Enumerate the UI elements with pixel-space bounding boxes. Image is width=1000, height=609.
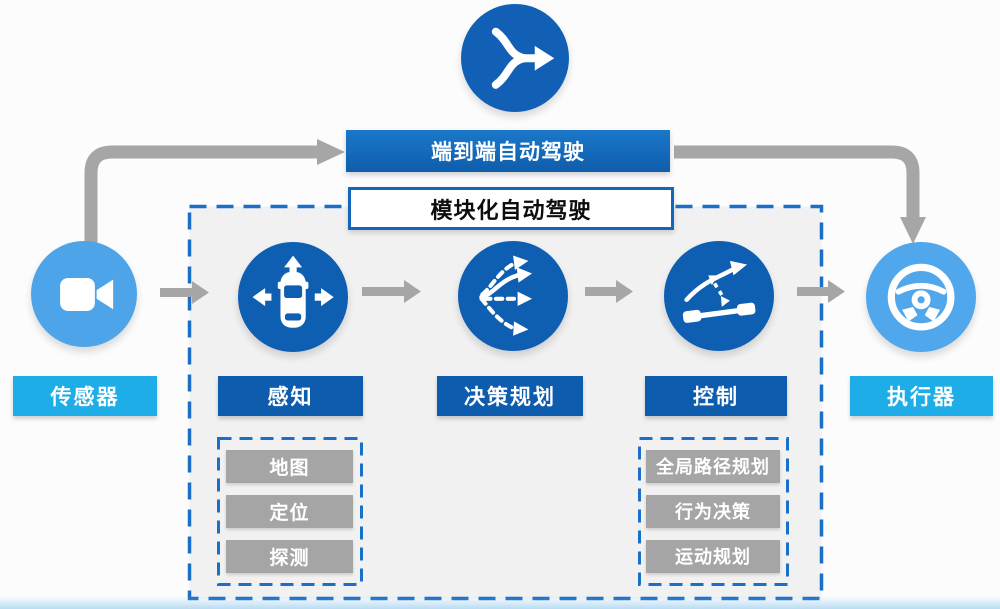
control-node	[664, 241, 774, 351]
submodule-motion-planning: 运动规划	[646, 539, 780, 573]
submodule-detection: 探测	[226, 539, 353, 573]
modular-banner: 模块化自动驾驶	[348, 187, 674, 230]
steering-wheel-icon	[887, 263, 955, 331]
planning-label: 决策规划	[437, 376, 583, 416]
merge-arrow-icon	[491, 27, 554, 89]
arrow-sensor-to-perception	[160, 281, 209, 304]
end-to-end-banner-label: 端到端自动驾驶	[431, 140, 585, 164]
actuator-label-text: 执行器	[887, 385, 956, 409]
control-label: 控制	[645, 376, 787, 416]
bottom-highlight-strip	[0, 596, 1000, 609]
actuator-node	[866, 242, 976, 352]
perception-label: 感知	[218, 376, 363, 416]
control-submodules-dashed-box	[638, 437, 789, 586]
arrow-sensor-to-endtoend	[84, 139, 345, 246]
steering-control-icon	[682, 260, 756, 323]
arrow-endtoend-to-actuator	[674, 145, 926, 244]
planning-node	[458, 241, 568, 351]
sensor-label-text: 传感器	[50, 385, 120, 409]
actuator-label: 执行器	[850, 376, 993, 416]
arrow-planning-to-control	[585, 280, 633, 303]
perception-node	[238, 242, 348, 352]
submodule-behavior-decision: 行为决策	[646, 494, 780, 528]
submodule-map: 地图	[226, 449, 353, 483]
sensor-label: 传感器	[13, 376, 157, 416]
control-submodules: 全局路径规划 行为决策 运动规划	[639, 438, 787, 584]
submodule-global-path-planning: 全局路径规划	[646, 449, 780, 483]
planning-label-text: 决策规划	[464, 385, 556, 409]
branching-paths-icon	[479, 255, 532, 336]
perception-label-text: 感知	[267, 385, 314, 409]
car-surround-arrows-icon	[252, 255, 334, 328]
perception-submodules: 地图 定位 探测	[218, 438, 361, 584]
video-camera-icon	[59, 277, 113, 311]
arrow-control-to-actuator	[797, 280, 845, 303]
modular-banner-label: 模块化自动驾驶	[430, 198, 592, 224]
end-to-end-banner: 端到端自动驾驶	[346, 130, 670, 172]
arrow-perception-to-planning	[362, 280, 421, 303]
control-label-text: 控制	[693, 385, 739, 409]
end-to-end-node	[461, 4, 569, 112]
submodule-localization: 定位	[226, 494, 353, 528]
perception-submodules-dashed-box	[217, 437, 363, 586]
sensor-node	[31, 241, 137, 347]
